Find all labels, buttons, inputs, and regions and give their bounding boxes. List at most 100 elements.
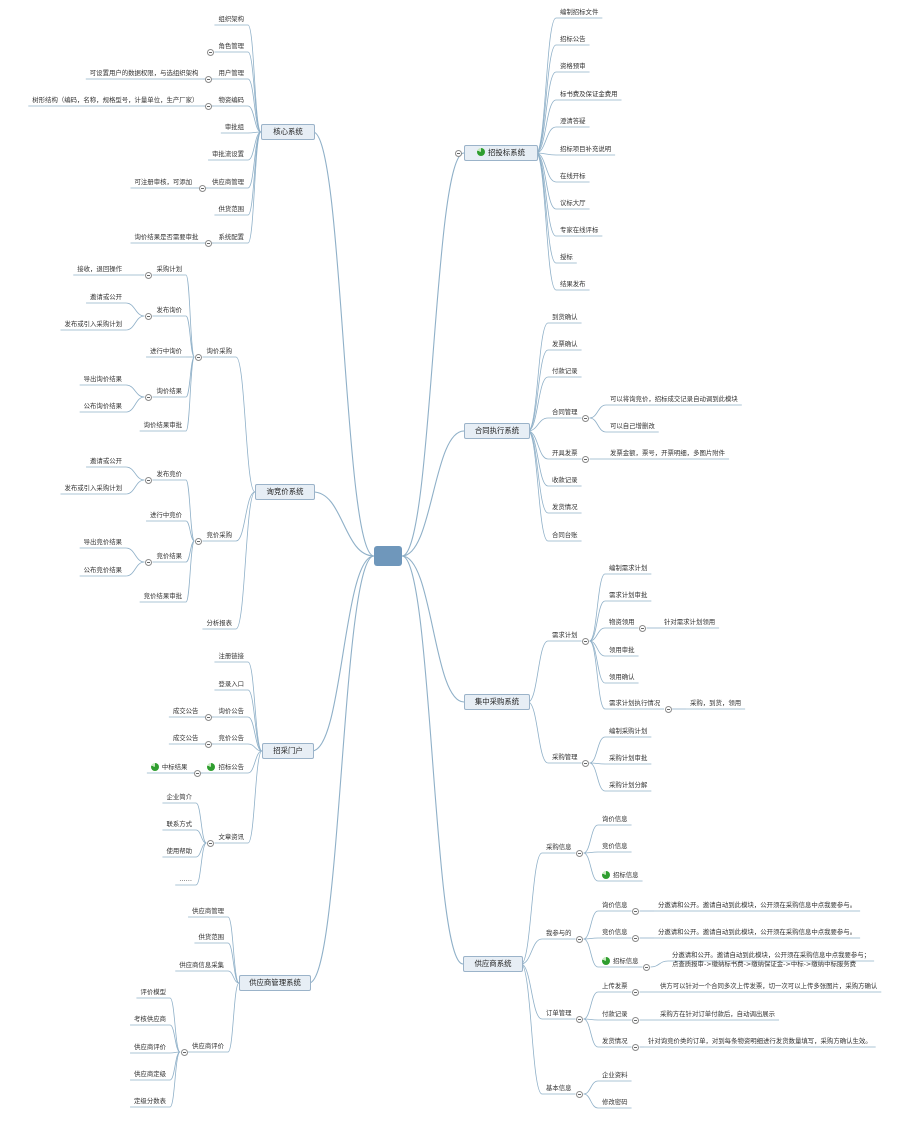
topic-label[interactable]: 付款记录 xyxy=(552,366,578,375)
topic-label[interactable]: 考核供应商 xyxy=(134,1014,166,1023)
topic-label[interactable]: 分邀请和公开。邀请自动到此模块，公开须在采购信息中点我要参与。 xyxy=(658,900,857,909)
topic-label[interactable]: 编制需求计划 xyxy=(609,563,648,572)
topic-label[interactable]: 接收，退回操作 xyxy=(77,264,122,273)
collapse-toggle-icon[interactable] xyxy=(632,934,640,942)
topic-label[interactable]: 采购计划 xyxy=(156,264,182,273)
collapse-toggle-icon[interactable] xyxy=(204,740,212,748)
collapse-toggle-icon[interactable] xyxy=(198,184,206,192)
topic-label[interactable]: 进行中竞价 xyxy=(150,510,182,519)
topic-label[interactable]: 发布竞价 xyxy=(156,469,182,478)
topic-label[interactable]: 组织架构 xyxy=(218,14,244,23)
topic-label[interactable]: 采购，到货，领用 xyxy=(690,698,742,707)
topic-label[interactable]: 需求计划执行情况 xyxy=(609,698,661,707)
note-label[interactable]: 可注册审核，可添加 xyxy=(134,177,193,186)
main-topic[interactable]: 核心系统 xyxy=(261,124,315,140)
collapse-toggle-icon[interactable] xyxy=(582,414,590,422)
collapse-toggle-icon[interactable] xyxy=(204,713,212,721)
collapse-toggle-icon[interactable] xyxy=(180,1048,188,1056)
topic-label[interactable]: 编制招标文件 xyxy=(560,7,599,16)
collapse-toggle-icon[interactable] xyxy=(454,149,462,157)
topic-label[interactable]: 联系方式 xyxy=(166,819,192,828)
note-label[interactable]: 中标结果 xyxy=(161,762,188,771)
topic-label[interactable]: 企业简介 xyxy=(166,792,192,801)
topic-label[interactable]: 发货情况 xyxy=(552,502,578,511)
topic-label[interactable]: 询价信息 xyxy=(602,900,628,909)
topic-label[interactable]: 供应商定级 xyxy=(134,1069,166,1078)
collapse-toggle-icon[interactable] xyxy=(144,476,152,484)
collapse-toggle-icon[interactable] xyxy=(643,963,651,971)
topic-label[interactable]: 结果发布 xyxy=(560,279,586,288)
topic-label[interactable]: 分析报表 xyxy=(206,618,232,627)
topic-label[interactable]: 付款记录 xyxy=(602,1009,628,1018)
topic-label[interactable]: 针对需求计划领用 xyxy=(664,617,716,626)
topic-label[interactable]: 收款记录 xyxy=(552,475,578,484)
collapse-toggle-icon[interactable] xyxy=(144,312,152,320)
topic-label[interactable]: 资格预审 xyxy=(560,61,586,70)
note-label[interactable]: 可设置用户的数据权限，与选组织架构 xyxy=(89,68,199,77)
topic-label[interactable]: 发货情况 xyxy=(602,1036,628,1045)
topic-label[interactable]: 招标公告 xyxy=(560,34,586,43)
topic-label[interactable]: 点查质报审->缴纳标书费->缴纳保证金->中标->缴纳中标服务费 xyxy=(672,959,857,968)
topic-label[interactable]: 竞价公告 xyxy=(218,733,244,742)
topic-label[interactable]: 授标 xyxy=(560,252,573,261)
topic-label[interactable]: 招标项目补充说明 xyxy=(560,144,612,153)
topic-label[interactable]: 供货范围 xyxy=(198,932,224,941)
main-topic[interactable]: 招投标系统 xyxy=(464,145,538,161)
topic-label[interactable]: 专家在线评标 xyxy=(560,225,599,234)
collapse-toggle-icon[interactable] xyxy=(144,558,152,566)
collapse-toggle-icon[interactable] xyxy=(204,75,212,83)
topic-label[interactable]: 竞价采购 xyxy=(206,530,232,539)
topic-label[interactable]: 编制采购计划 xyxy=(609,726,648,735)
collapse-toggle-icon[interactable] xyxy=(204,102,212,110)
topic-label[interactable]: 招标信息 xyxy=(613,956,639,965)
topic-label[interactable]: 可以自己增删改 xyxy=(610,421,655,430)
topic-label[interactable]: 领用确认 xyxy=(609,672,635,681)
topic-label[interactable]: 邀请或公开 xyxy=(90,456,122,465)
topic-label[interactable]: 供应商评价 xyxy=(192,1041,224,1050)
collapse-toggle-icon[interactable] xyxy=(582,759,590,767)
collapse-toggle-icon[interactable] xyxy=(576,1090,584,1098)
topic-label[interactable]: 上传发票 xyxy=(602,981,628,990)
topic-label[interactable]: 开具发票 xyxy=(552,448,578,457)
topic-label[interactable]: 采购计划审批 xyxy=(609,753,648,762)
collapse-toggle-icon[interactable] xyxy=(632,907,640,915)
topic-label[interactable]: 供应商信息采集 xyxy=(179,960,224,969)
topic-label[interactable]: 审批流设置 xyxy=(212,149,244,158)
topic-label[interactable]: 需求计划 xyxy=(552,630,578,639)
topic-label[interactable]: 分邀请和公开。邀请自动到此模块，公开须在采购信息中点我要参与； xyxy=(672,950,871,959)
topic-label[interactable]: 需求计划审批 xyxy=(609,590,648,599)
main-topic[interactable]: 合同执行系统 xyxy=(464,423,530,439)
topic-label[interactable]: 合同管理 xyxy=(552,407,578,416)
topic-label[interactable]: 领用审批 xyxy=(609,645,635,654)
topic-label[interactable]: 询价结果 xyxy=(156,386,182,395)
collapse-toggle-icon[interactable] xyxy=(632,1016,640,1024)
main-topic[interactable]: 供应商管理系统 xyxy=(239,975,311,991)
topic-label[interactable]: 邀请或公开 xyxy=(90,292,122,301)
topic-label[interactable]: 针对询竞价类的订单，对到每条物资明细进行发货数量填写，采购方确认生效。 xyxy=(648,1036,872,1045)
topic-label[interactable]: 竞价信息 xyxy=(602,841,628,850)
collapse-toggle-icon[interactable] xyxy=(193,769,201,777)
collapse-toggle-icon[interactable] xyxy=(204,239,212,247)
collapse-toggle-icon[interactable] xyxy=(194,353,202,361)
topic-label[interactable]: 发布或引入采购计划 xyxy=(64,319,122,328)
main-topic[interactable]: 供应商系统 xyxy=(463,956,523,972)
topic-label[interactable]: 登录入口 xyxy=(218,679,244,688)
topic-label[interactable]: 采购管理 xyxy=(552,752,578,761)
topic-label[interactable]: 导出询价结果 xyxy=(83,374,122,383)
collapse-toggle-icon[interactable] xyxy=(194,537,202,545)
topic-label[interactable]: 供应商管理 xyxy=(212,177,244,186)
collapse-toggle-icon[interactable] xyxy=(144,393,152,401)
topic-label[interactable]: 招标信息 xyxy=(613,870,639,879)
topic-label[interactable]: 角色管理 xyxy=(218,41,244,50)
topic-label[interactable]: 竞价结果审批 xyxy=(143,591,182,600)
topic-label[interactable]: 进行中询价 xyxy=(150,346,182,355)
topic-label[interactable]: 议标大厅 xyxy=(560,198,586,207)
topic-label[interactable]: …… xyxy=(179,874,192,883)
collapse-toggle-icon[interactable] xyxy=(632,1043,640,1051)
topic-label[interactable]: 澄清答疑 xyxy=(560,116,586,125)
collapse-toggle-icon[interactable] xyxy=(664,705,672,713)
topic-label[interactable]: 基本信息 xyxy=(546,1083,572,1092)
topic-label[interactable]: 标书费及保证金费用 xyxy=(560,89,618,98)
topic-label[interactable]: 采购计划分解 xyxy=(609,780,648,789)
note-label[interactable]: 询价结果是否需要审批 xyxy=(134,232,199,241)
